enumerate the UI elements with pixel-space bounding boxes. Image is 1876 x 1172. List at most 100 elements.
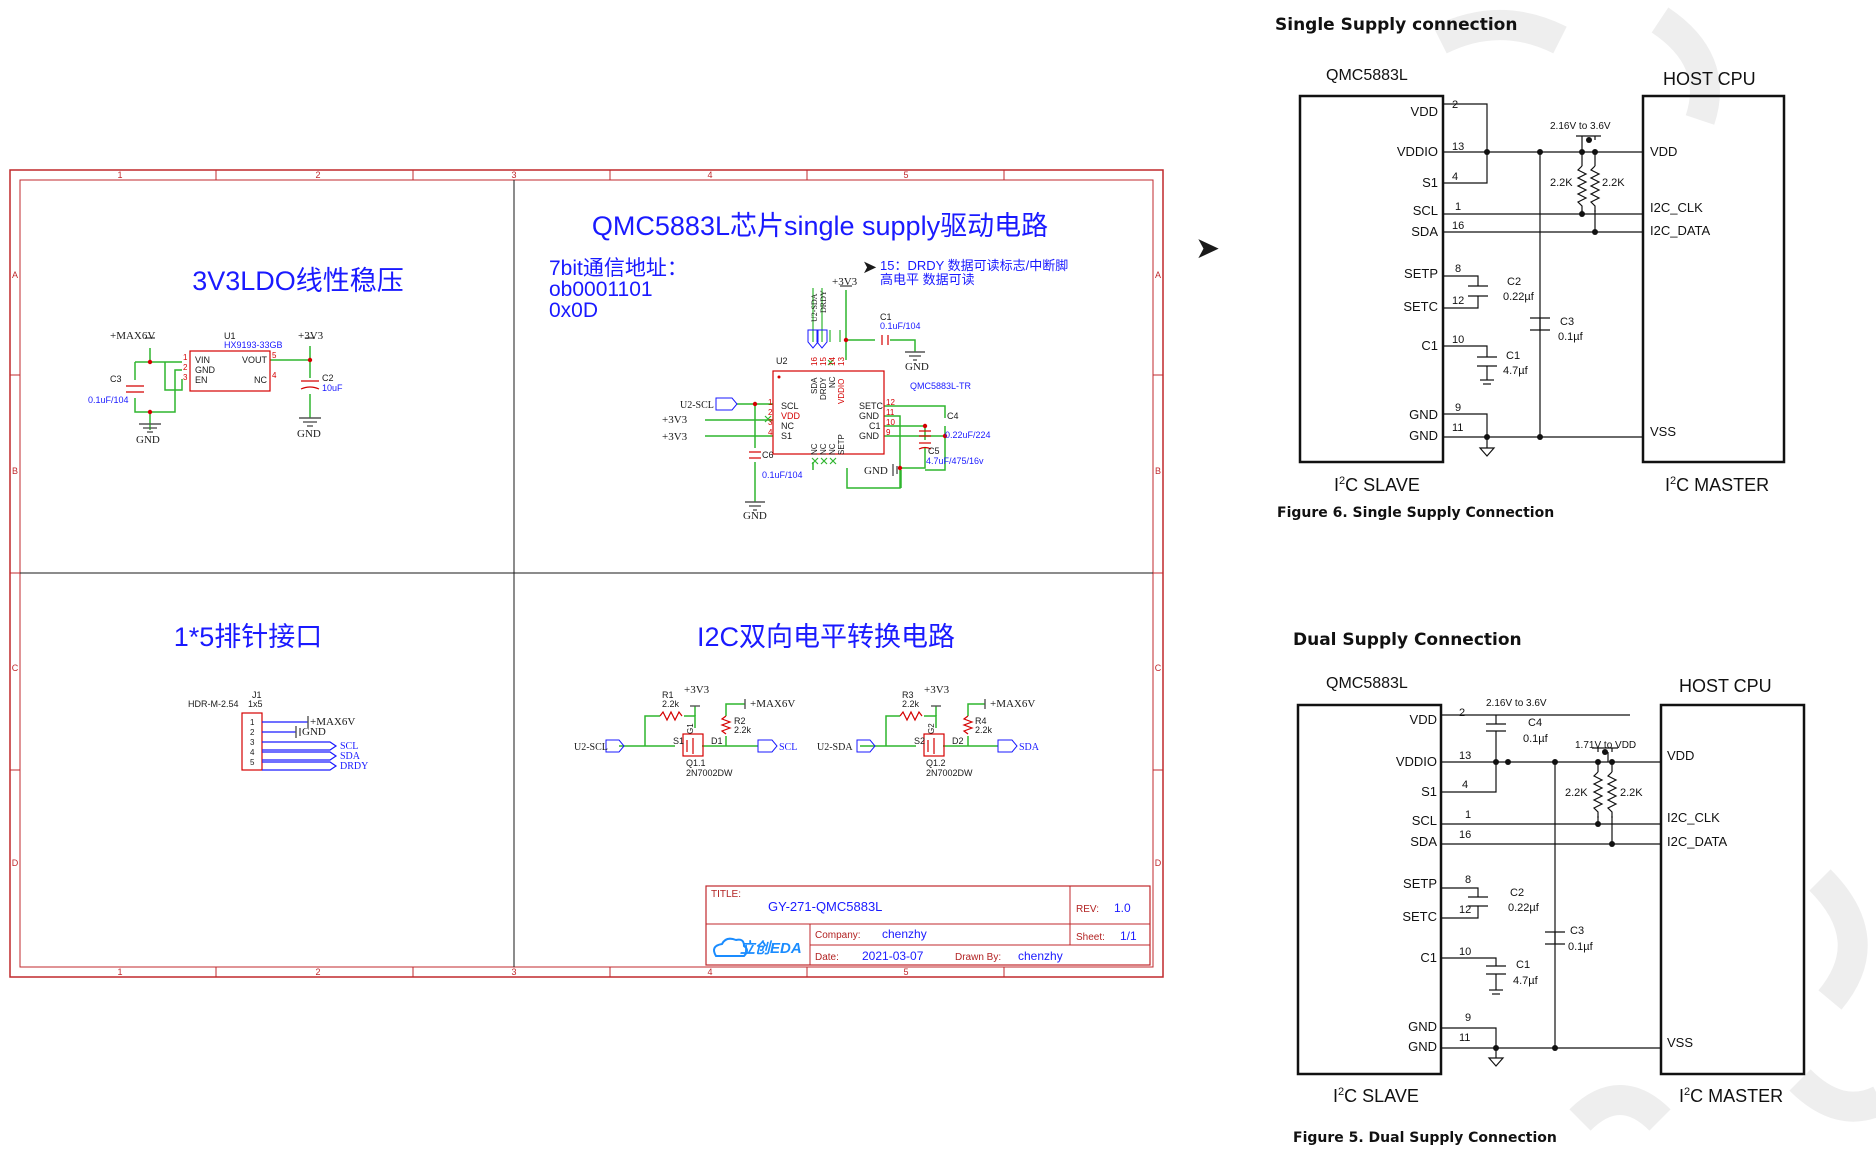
grid-markers: 1 2 3 4 5 1 2 3 4 5 A B C D A B C D bbox=[10, 170, 1163, 977]
single-resistor-left bbox=[1576, 165, 1588, 212]
single-pin-num: 11 bbox=[1452, 422, 1463, 434]
dual-pin-label: VDDIO bbox=[1396, 754, 1437, 769]
dual-host-pin: VDD bbox=[1667, 748, 1694, 763]
ldo-pin-num: 5 bbox=[272, 351, 277, 360]
single-c1-value: 4.7µf bbox=[1503, 365, 1529, 377]
level-d2: D2 bbox=[952, 736, 964, 746]
col-marker: 1 bbox=[117, 170, 122, 180]
ldo-u1-part: HX9193-33GB bbox=[224, 340, 283, 350]
col-marker: 5 bbox=[903, 170, 908, 180]
single-pin-label: SDA bbox=[1411, 224, 1438, 239]
chip-pin-nc: NC bbox=[828, 443, 837, 455]
single-pin-num: 12 bbox=[1452, 295, 1464, 307]
chip-pin-scl: SCL bbox=[781, 401, 799, 411]
dual-pin-num: 16 bbox=[1459, 829, 1471, 841]
single-pin-label: SETC bbox=[1403, 299, 1438, 314]
single-pin-label: S1 bbox=[1422, 175, 1438, 190]
row-marker: B bbox=[1155, 466, 1161, 476]
chip-pin-num: 9 bbox=[886, 428, 891, 437]
dual-c4-value: 0.1µf bbox=[1523, 733, 1549, 745]
single-slave-box bbox=[1298, 94, 1445, 464]
level-r1-ref: R1 bbox=[662, 690, 674, 700]
level-r4-ref: R4 bbox=[975, 716, 987, 726]
level-max6v-label: +MAX6V bbox=[990, 698, 1035, 710]
dual-host-pin: I2C_CLK bbox=[1667, 810, 1720, 825]
chip-pin-sda: SDA bbox=[810, 377, 819, 394]
chip-3v3-top-label: +3V3 bbox=[832, 276, 858, 288]
level-sda: SDA bbox=[1019, 742, 1040, 753]
dual-heading: Dual Supply Connection bbox=[1293, 630, 1522, 650]
chip-addr-line: 0x0D bbox=[549, 299, 598, 322]
chip-c4-ref: C4 bbox=[947, 411, 959, 421]
chip-pin-vddio: VDDIO bbox=[837, 379, 846, 404]
dual-pin-label: VDD bbox=[1410, 712, 1437, 727]
single-c2-value: 0.22µf bbox=[1503, 291, 1535, 303]
dual-range2-label: 1.71V to VDD bbox=[1575, 740, 1636, 751]
single-heading: Single Supply connection bbox=[1275, 15, 1517, 35]
ldo-pin-num: 1 bbox=[183, 353, 188, 362]
ldo-pin-num: 4 bbox=[272, 371, 277, 380]
level-r1-value: 2.2k bbox=[662, 699, 680, 709]
tb-drawn-value: chenzhy bbox=[1018, 949, 1063, 963]
chip-3v3-label: +3V3 bbox=[662, 431, 688, 443]
arrow-glyph: ➤ bbox=[862, 257, 877, 277]
u2-scl-flag-level bbox=[605, 739, 625, 753]
dual-range1-label: 2.16V to 3.6V bbox=[1486, 698, 1547, 709]
single-r-right-label: 2.2K bbox=[1602, 177, 1625, 189]
level-u2-scl: U2-SCL bbox=[574, 742, 608, 753]
chip-pin-nc: NC bbox=[810, 443, 819, 455]
single-pin-label: GND bbox=[1409, 428, 1438, 443]
header-pin-num: 1 bbox=[250, 718, 255, 727]
row-marker: B bbox=[12, 466, 18, 476]
dual-pin-label: SETC bbox=[1402, 909, 1437, 924]
col-marker: 4 bbox=[707, 967, 712, 977]
dual-host-pin: I2C_DATA bbox=[1667, 834, 1728, 849]
chip-gnd-label: GND bbox=[743, 510, 767, 522]
chip-pin-s1: S1 bbox=[781, 431, 792, 441]
level-mos1: 2N7002DW bbox=[686, 768, 733, 778]
chip-gnd-label: GND bbox=[864, 465, 888, 477]
row-marker: D bbox=[12, 858, 19, 868]
dual-caption: Figure 5. Dual Supply Connection bbox=[1293, 1130, 1557, 1146]
chip-c4-value: 0.22uF/224 bbox=[945, 430, 991, 440]
level-r3-ref: R3 bbox=[902, 690, 914, 700]
dual-resistor-left bbox=[1592, 771, 1604, 818]
lceda-logo-icon: 立创EDA bbox=[713, 937, 802, 957]
dual-supply-diagram: Dual Supply Connection QMC5883L HOST CPU… bbox=[1293, 630, 1806, 1146]
header-size: 1x5 bbox=[248, 699, 263, 709]
header-pin-num: 2 bbox=[250, 728, 255, 737]
row-marker: A bbox=[1155, 270, 1161, 280]
single-master-box bbox=[1641, 94, 1786, 464]
ldo-section: 3V3LDO线性稳压 bbox=[88, 266, 404, 446]
dual-c1-value: 4.7µf bbox=[1513, 975, 1539, 987]
ldo-gnd-label: GND bbox=[297, 428, 321, 440]
ldo-c3-ref: C3 bbox=[110, 374, 122, 384]
header-part-label: HDR-M-2.54 bbox=[188, 699, 239, 709]
single-pin-num: 8 bbox=[1455, 263, 1461, 275]
chip-gnd-label: GND bbox=[905, 361, 929, 373]
header-net-sda: SDA bbox=[340, 751, 361, 762]
level-d1: D1 bbox=[711, 736, 723, 746]
chip-pin-num: 16 bbox=[810, 357, 819, 366]
header-section: 1*5排针接口 HDR-M-2.54 J1 1x5 1 2 3 4 5 +MAX… bbox=[174, 622, 369, 772]
dual-master-label: I2C MASTER bbox=[1679, 1086, 1783, 1106]
level-r2-ref: R2 bbox=[734, 716, 746, 726]
single-c1-ref: C1 bbox=[1506, 350, 1520, 362]
ldo-c2-value: 10uF bbox=[322, 383, 343, 393]
single-pin-label: GND bbox=[1409, 407, 1438, 422]
single-r-left-label: 2.2K bbox=[1550, 177, 1573, 189]
ldo-pin-gnd: GND bbox=[195, 365, 216, 375]
single-host-pin: VDD bbox=[1650, 144, 1677, 159]
single-pin-num: 2 bbox=[1452, 99, 1458, 111]
arrow-icon: ➤ bbox=[1195, 232, 1220, 265]
single-host-label: HOST CPU bbox=[1663, 69, 1756, 89]
lceda-logo-text: 立创EDA bbox=[740, 939, 802, 957]
tb-company-label: Company: bbox=[815, 930, 861, 941]
chip-pin-drdy: DRDY bbox=[819, 377, 828, 400]
tb-drawn-label: Drawn By: bbox=[955, 952, 1001, 963]
dual-chip-label: QMC5883L bbox=[1326, 675, 1408, 692]
header-title: 1*5排针接口 bbox=[174, 622, 323, 652]
ldo-c3-value: 0.1uF/104 bbox=[88, 395, 129, 405]
chip-pin-nc: NC bbox=[828, 376, 837, 388]
